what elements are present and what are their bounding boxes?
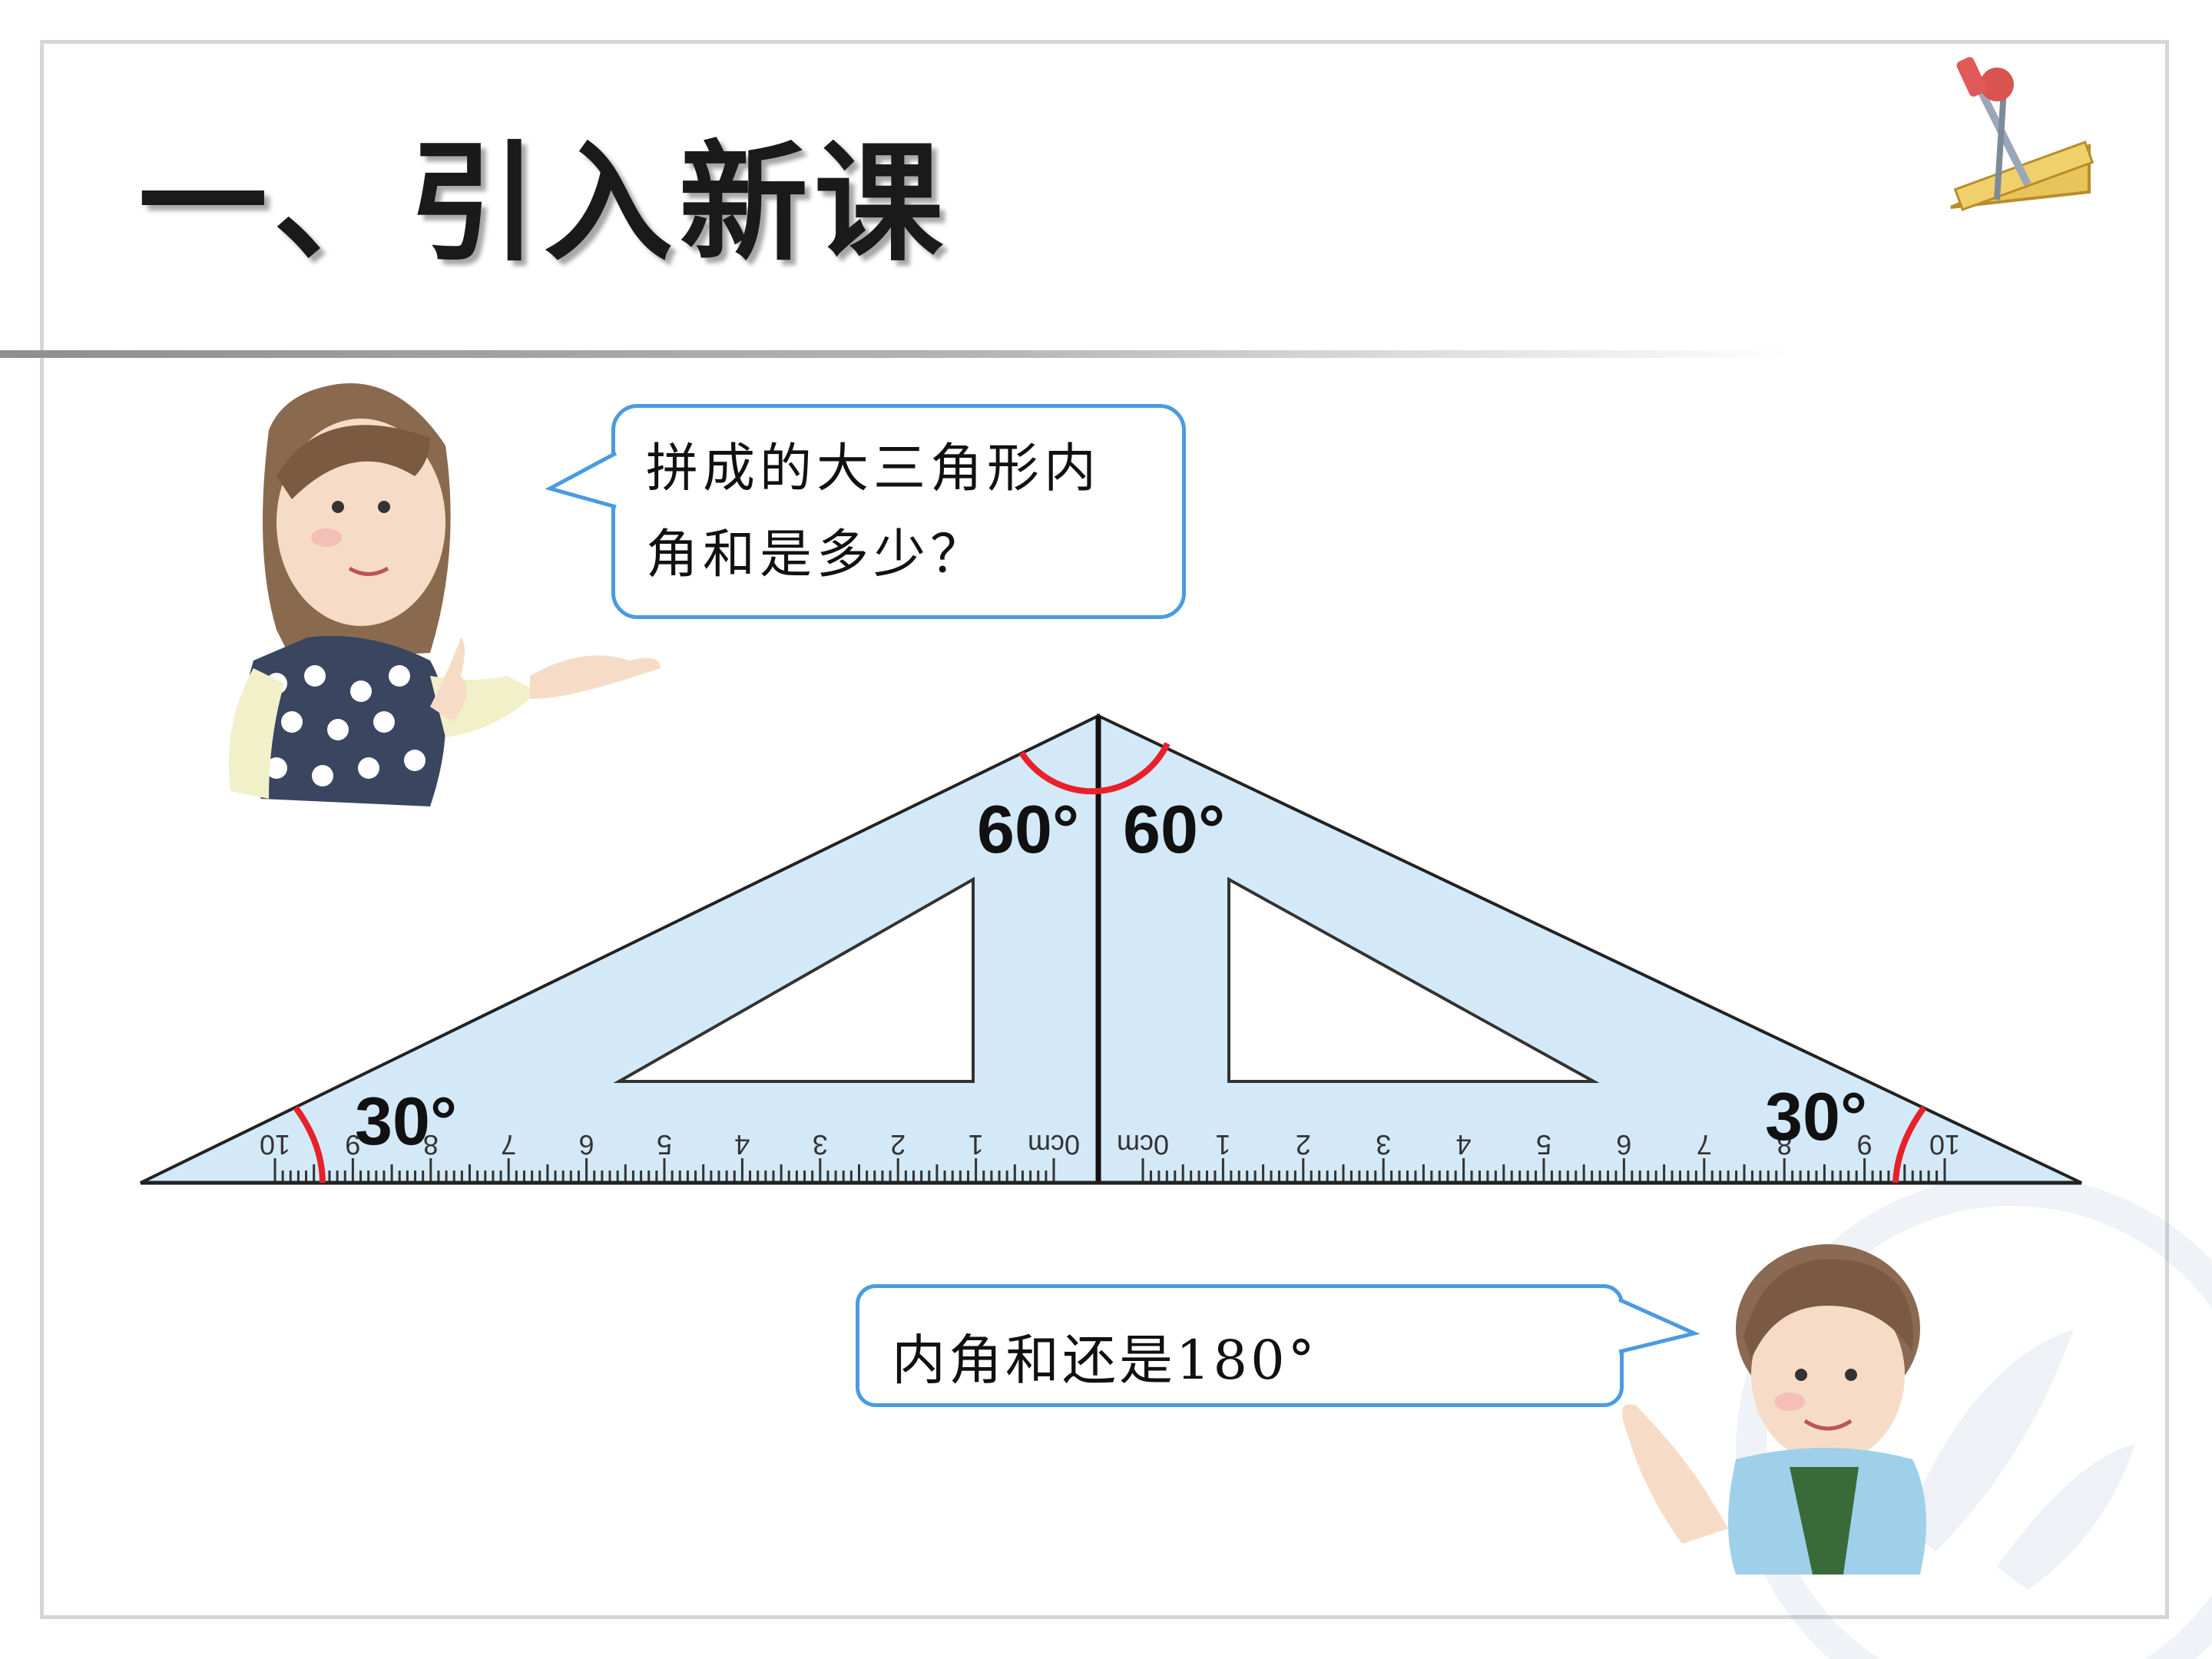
ruler-number: 6 xyxy=(1616,1129,1631,1161)
left-ruler-numbers: 10 9 8 7 6 5 4 3 2 1 0cm xyxy=(260,1129,1080,1161)
ruler-number: 7 xyxy=(501,1129,516,1161)
ruler-number: 7 xyxy=(1697,1129,1712,1161)
ruler-number: 10 xyxy=(1929,1129,1960,1161)
right-top-angle-arc xyxy=(1098,742,1171,794)
title-underline xyxy=(0,350,1790,358)
ruler-number: 9 xyxy=(1857,1129,1873,1161)
ruler-number: 8 xyxy=(423,1129,439,1161)
watermark-logo xyxy=(1736,1175,2212,1659)
slide-title: 一、引入新课 xyxy=(138,127,949,279)
ruler-number: 10 xyxy=(260,1129,290,1161)
ruler-number: 3 xyxy=(1376,1129,1391,1161)
student-illustration xyxy=(1622,1244,1926,1575)
ruler-number: 5 xyxy=(657,1129,672,1161)
ruler-number: 4 xyxy=(734,1129,750,1161)
left-ruler-ticks xyxy=(273,1158,1055,1181)
ruler-number: 2 xyxy=(1296,1129,1311,1161)
teacher-speech-bubble: 拼成的大三角形内 角和是多少？ xyxy=(611,404,1186,619)
angle-label-right-bottom: 30° xyxy=(1765,1078,1868,1154)
student-speech-bubble: 内角和还是180° xyxy=(856,1284,1624,1407)
ruler-number: 5 xyxy=(1536,1129,1551,1161)
right-set-square-hole xyxy=(1227,876,1600,1083)
right-ruler-numbers: 0cm 1 2 3 4 5 6 7 8 9 10 xyxy=(1117,1129,1960,1161)
ruler-number: 4 xyxy=(1456,1129,1472,1161)
right-ruler-ticks xyxy=(1141,1158,1946,1181)
angle-label-right-top: 60° xyxy=(1123,791,1226,867)
ruler-number: 0cm xyxy=(1028,1129,1080,1161)
teacher-bubble-line-1: 拼成的大三角形内 xyxy=(646,439,1101,499)
geometry-tools-icon xyxy=(1950,57,2094,211)
ruler-number: 1 xyxy=(1215,1129,1230,1161)
ruler-number: 8 xyxy=(1777,1129,1792,1161)
ruler-number: 6 xyxy=(579,1129,594,1161)
combined-triangle: 10 9 8 7 6 5 4 3 2 1 0cm 0cm 1 2 3 4 5 6 7 8 9 10 xyxy=(140,713,2082,1185)
teacher-bubble-line-2: 角和是多少？ xyxy=(646,525,988,585)
ruler-number: 2 xyxy=(890,1129,906,1161)
angle-label-left-top: 60° xyxy=(977,791,1080,867)
ruler-number: 9 xyxy=(345,1129,360,1161)
left-set-square-hole xyxy=(613,876,975,1083)
ruler-number: 1 xyxy=(969,1129,984,1161)
ruler-number: 0cm xyxy=(1117,1129,1169,1161)
ruler-number: 3 xyxy=(813,1129,828,1161)
slide-frame xyxy=(40,40,2169,1619)
teacher-illustration xyxy=(229,383,661,806)
student-bubble-text: 内角和还是180° xyxy=(892,1329,1318,1392)
angle-label-left-bottom: 30° xyxy=(355,1083,458,1159)
left-bottom-angle-arc xyxy=(293,1105,326,1184)
right-bottom-angle-arc xyxy=(1892,1105,1927,1184)
left-top-angle-arc xyxy=(1018,750,1099,795)
